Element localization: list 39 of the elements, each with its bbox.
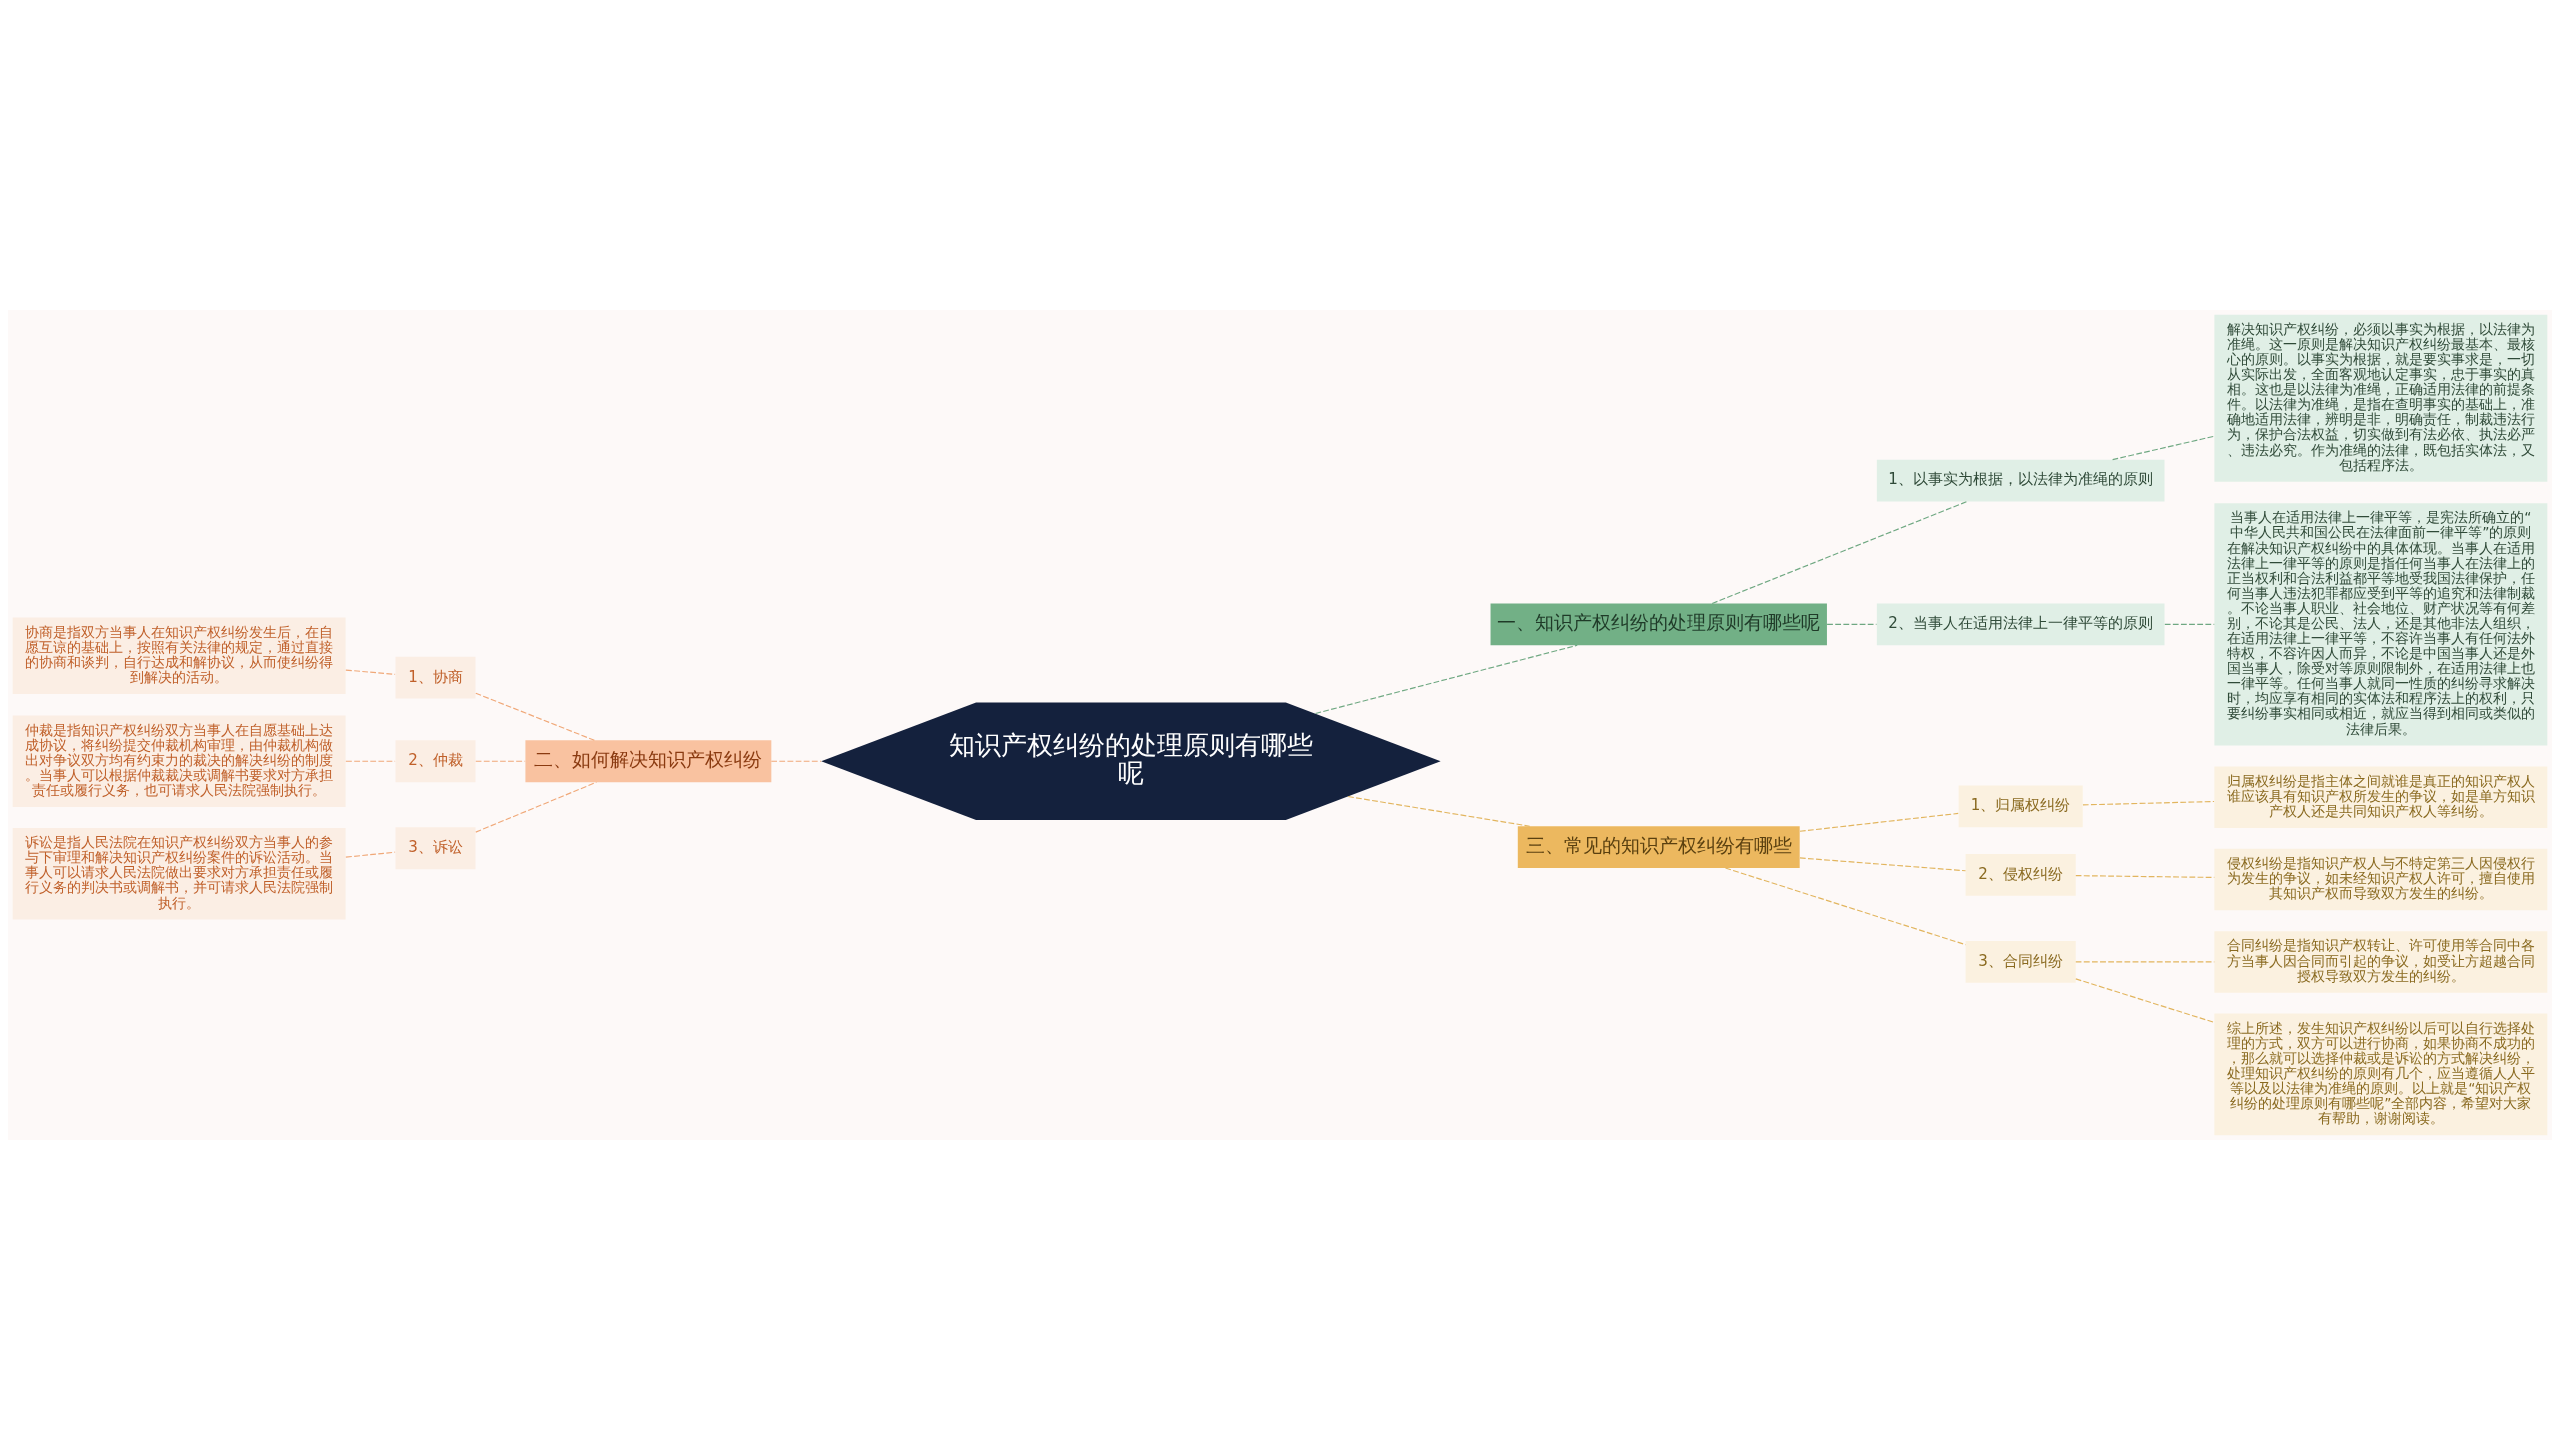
node-box: 诉讼是指人民法院在知识产权纠纷双方当事人的参与下审理和解决知识产权纠纷案件的诉讼活动。当事人可以请求人民法院做出要求对方承担责任或履行义务的判决书或调解书，并可请求人民法院强制执行。 bbox=[12, 827, 346, 920]
connector bbox=[475, 781, 597, 833]
node-box: 2、当事人在适用法律上一律平等的原则 bbox=[1876, 603, 2165, 645]
node-box: 2、仲裁 bbox=[395, 739, 476, 782]
connector bbox=[1347, 795, 1531, 827]
connector bbox=[1799, 812, 1959, 832]
connector bbox=[2075, 977, 2215, 1023]
connector bbox=[345, 760, 396, 762]
node-box: 1、协商 bbox=[395, 656, 476, 699]
node-box: 协商是指双方当事人在知识产权纠纷发生后，在自愿互谅的基础上，按照有关法律的规定，通过直接的协商和谈判，自行达成和解协议，从而使纠纷得到解决的活动。 bbox=[12, 616, 346, 694]
connector bbox=[770, 760, 822, 762]
connector bbox=[1724, 866, 1967, 945]
connector bbox=[1799, 856, 1967, 871]
node-box: 2、侵权纠纷 bbox=[1965, 853, 2076, 896]
connector bbox=[2164, 623, 2215, 625]
node-box: 三、常见的知识产权纠纷有哪些 bbox=[1517, 825, 1800, 868]
node-box: 1、以事实为根据，以法律为准绳的原则 bbox=[1876, 459, 2165, 501]
node-box: 1、归属权纠纷 bbox=[1958, 785, 2083, 827]
connector bbox=[475, 692, 595, 741]
connector bbox=[345, 668, 396, 675]
node-box: 仲裁是指知识产权纠纷双方当事人在自愿基础上达成协议，将纠纷提交仲裁机构审理，由仲裁机构做出对争议双方均有约束力的裁决的解决纠纷的制度。当事人可以根据仲裁裁决或调解书要求对方承担责任或履行义务，也可请求人民法院强制执行。 bbox=[12, 714, 346, 807]
node-box: 二、如何解决知识产权纠纷 bbox=[525, 739, 772, 782]
node-box: 解决知识产权纠纷，必须以事实为根据，以法律为准绳。这一原则是解决知识产权纠纷最基本、最核心的原则。以事实为根据，就是要实事求是，一切从实际出发，全面客观地认定事实，忠于事实的真相。这也是以法律为准绳，正确适用法律的前提条件。以法律为准绳，是指在查明事实的基础上，准确地适用法律，辨明是非，明确责任，制裁违法行为，保护合法权益，切实做到有法必依、执法必严、违法必究。作为准绳的法律，既包括实体法，又包括程序法。 bbox=[2214, 314, 2548, 482]
node-box: 合同纠纷是指知识产权转让、许可使用等合同中各方当事人因合同而引起的争议，如受让方超越合同授权导致双方发生的纠纷。 bbox=[2214, 930, 2548, 993]
connector bbox=[2112, 435, 2215, 460]
connector bbox=[1314, 644, 1578, 714]
connector bbox=[2075, 960, 2215, 963]
node-box: 侵权纠纷是指知识产权人与不特定第三人因侵权行为发生的争议，如未经知识产权人许可，擅自使用其知识产权而导致双方发生的纠纷。 bbox=[2214, 848, 2548, 910]
node-box: 3、诉讼 bbox=[395, 826, 476, 869]
node-box: 归属权纠纷是指主体之间就谁是真正的知识产权人谁应该具有知识产权所发生的争议，如是单方知识产权人还是共同知识产权人等纠纷。 bbox=[2214, 765, 2548, 828]
connector bbox=[345, 851, 396, 858]
connector bbox=[475, 760, 526, 762]
node-box: 综上所述，发生知识产权纠纷以后可以自行选择处理的方式，双方可以进行协商，如果协商不成功的，那么就可以选择仲裁或是诉讼的方式解决纠纷，处理知识产权纠纷的原则有几个，应当遵循人人平等以及以法律为准绳的原则。以上就是“知识产权纠纷的处理原则有哪些呢”全部内容，希望对大家有帮助，谢谢阅读。 bbox=[2214, 1013, 2548, 1135]
connector bbox=[2075, 874, 2215, 878]
node-box: 一、知识产权纠纷的处理原则有哪些呢 bbox=[1490, 603, 1827, 645]
connector bbox=[2082, 800, 2215, 805]
connector bbox=[1711, 500, 1968, 604]
node-box: 当事人在适用法律上一律平等，是宪法所确立的“中华人民共和国公民在法律面前一律平等”的原则在解决知识产权纠纷中的具体体现。当事人在适用法律上一律平等的原则是指任何当事人在法律上的正当权利和合法利益都平等地受我国法律保护，任何当事人违法犯罪都应受到平等的追究和法律制裁。不论当事人职业、社会地位、财产状况等有何差别，不论其是公民、法人，还是其他非法人组织，在适用法律上一律平等，不容许当事人有任何法外特权，不容许因人而异，不论是中国当事人还是外国当事人，除受对等原则限制外，在适用法律上也一律平等。任何当事人就同一性质的纠纷寻求解决时，均应享有相同的实体法和程序法上的权利，只要纠纷事实相同或相近，就应当得到相同或类似的法律后果。 bbox=[2214, 502, 2548, 746]
node-box: 3、合同纠纷 bbox=[1965, 940, 2076, 983]
